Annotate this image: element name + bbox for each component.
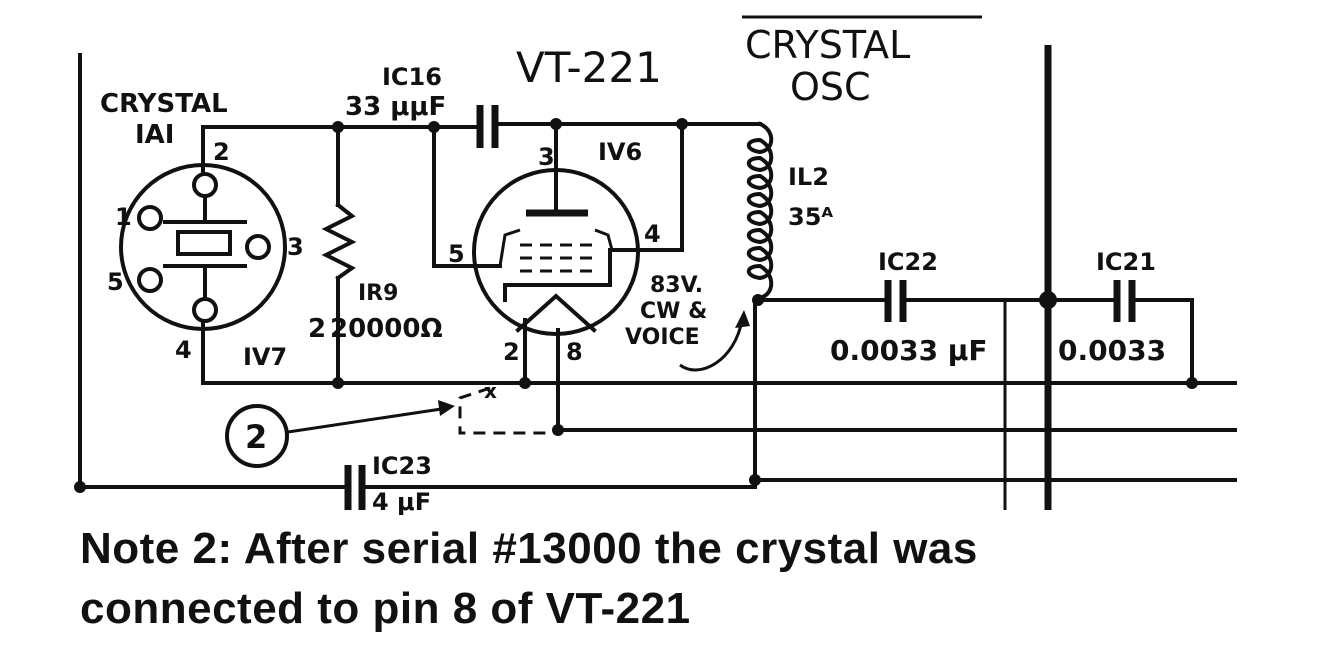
voltage-tap-arrow <box>679 319 744 372</box>
crystal-pin-4 <box>192 297 218 323</box>
tube-type-label: VT-221 <box>516 43 662 92</box>
crystal-socket-outline <box>119 163 287 331</box>
resistor-value: 20000Ω <box>330 314 443 344</box>
junction-dot <box>552 424 564 436</box>
filament-symbol <box>515 293 597 333</box>
resistor-1r9-symbol <box>321 202 357 281</box>
cap-1c22-value: 0.0033 μF <box>830 334 988 367</box>
section-title-line2: OSC <box>790 65 871 109</box>
crystal-element <box>176 230 232 256</box>
note-line-1: Note 2: After serial #13000 the crystal … <box>80 524 978 573</box>
crystal-pin-label-5: 5 <box>107 268 124 296</box>
resistor-pin-label: 2 <box>308 314 326 344</box>
junction-dot <box>1039 291 1057 309</box>
note-line-2: connected to pin 8 of VT-221 <box>80 584 691 633</box>
modification-mark: x <box>484 379 497 403</box>
tube-pin-8-label: 8 <box>566 338 583 366</box>
junction-dot <box>1186 377 1198 389</box>
junction-dot <box>332 121 344 133</box>
section-title-line1: CRYSTAL <box>745 23 910 67</box>
tube-pin-4-label: 4 <box>644 220 661 248</box>
callout-arrowhead <box>438 400 455 416</box>
cap-1c21-name: IC21 <box>1096 248 1156 276</box>
cap-1c16-name: IC16 <box>382 63 442 91</box>
crystal-designator: IAI <box>135 120 174 150</box>
voltage-note-line1: 83V. <box>650 273 703 298</box>
tube-socket-label: IV6 <box>598 138 642 166</box>
crystal-socket-label: IV7 <box>243 343 287 371</box>
cap-1c23-value: 4 μF <box>372 488 431 516</box>
callout-arrow-line <box>287 406 449 434</box>
crystal-pin-label-2: 2 <box>213 138 230 166</box>
callout-circle <box>225 404 289 468</box>
junction-dot <box>428 121 440 133</box>
voltage-note-line3: VOICE <box>625 325 700 350</box>
junction-dot <box>749 474 761 486</box>
cap-1c16-value: 33 μμF <box>345 92 446 122</box>
crystal-pin-label-1: 1 <box>115 203 132 231</box>
junction-dot <box>519 377 531 389</box>
cap-1c23-name: IC23 <box>372 452 432 480</box>
crystal-label: CRYSTAL <box>100 89 228 119</box>
screen-grid <box>498 228 614 267</box>
junction-dot <box>676 118 688 130</box>
crystal-pin-label-4: 4 <box>175 336 192 364</box>
cathode-shield <box>503 248 612 302</box>
voltage-note-line2: CW & <box>640 299 707 324</box>
tube-pin-3-label: 3 <box>538 143 555 171</box>
crystal-pin-3 <box>245 234 271 260</box>
callout-number: 2 <box>245 418 267 456</box>
tube-pin-2-label: 2 <box>503 338 520 366</box>
crystal-pin-5 <box>137 267 163 293</box>
voltage-tap-arrowhead <box>735 310 750 328</box>
cap-1c22-name: IC22 <box>878 248 938 276</box>
junction-dot <box>752 294 764 306</box>
modification-dashed-path <box>458 386 558 435</box>
crystal-pin-label-3: 3 <box>287 233 304 261</box>
inductor-1l2-coil <box>746 121 774 301</box>
junction-dot <box>332 377 344 389</box>
inductor-value: 35ᴬ <box>788 203 833 231</box>
crystal-pin-1 <box>137 205 163 231</box>
junction-dot <box>74 481 86 493</box>
tube-pin-5-label: 5 <box>448 240 465 268</box>
junction-dot <box>550 118 562 130</box>
resistor-name: IR9 <box>358 281 398 306</box>
inductor-name: IL2 <box>788 163 829 191</box>
cap-1c21-value: 0.0033 <box>1058 334 1166 367</box>
crystal-pin-2 <box>192 172 218 198</box>
